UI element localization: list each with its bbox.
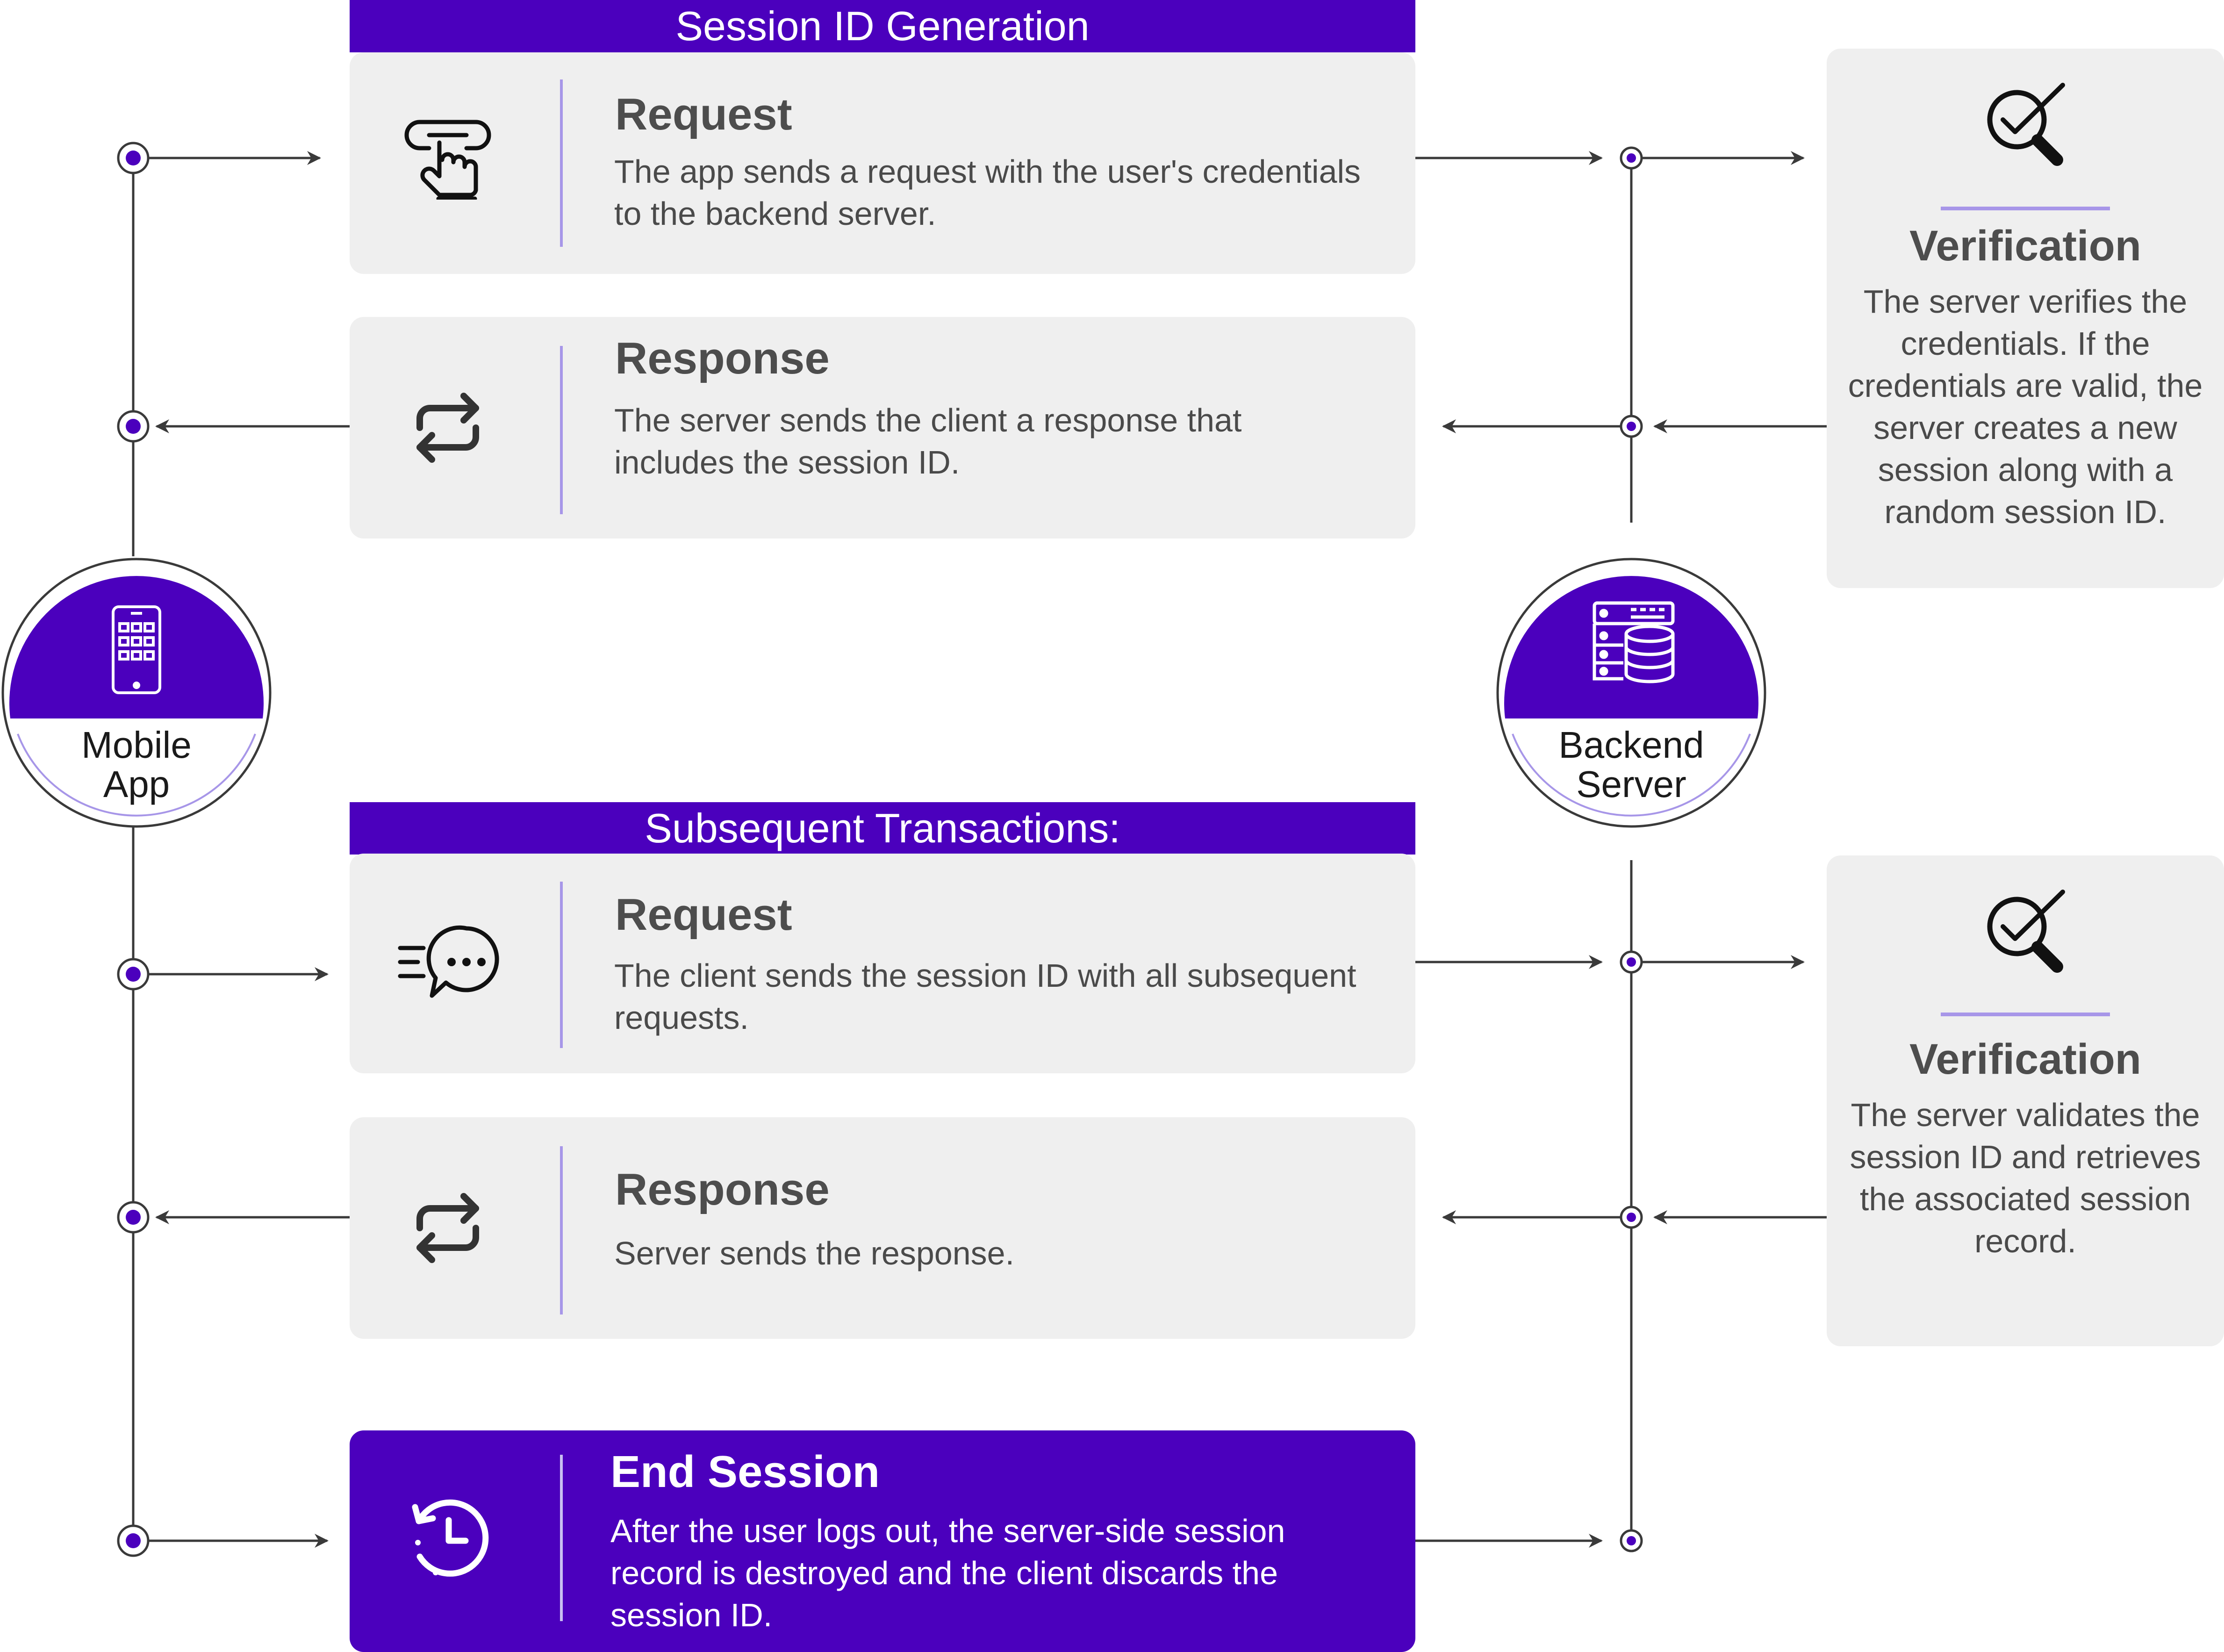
junction-dot xyxy=(1620,1206,1643,1229)
junction-dot xyxy=(1620,1529,1643,1552)
arrows-exchange-icon xyxy=(416,1193,479,1263)
card-subsequent-response: Response Server sends the response. xyxy=(350,1117,1415,1339)
card-verification-credentials: Verification The server verifies the cre… xyxy=(1827,49,2224,588)
chat-bubble-dots-icon xyxy=(398,925,499,998)
section-header-subsequent: Subsequent Transactions: xyxy=(350,802,1415,855)
node-mobile-app: Mobile App xyxy=(1,557,272,828)
card-description: After the user logs out, the server-side… xyxy=(610,1513,1285,1633)
junction-dot xyxy=(117,1524,150,1557)
card-divider xyxy=(560,346,563,514)
verification-underline xyxy=(1941,207,2110,210)
card-divider xyxy=(560,79,563,247)
smartphone-icon xyxy=(112,605,161,694)
junction-dot xyxy=(117,958,150,991)
node-label-line2: App xyxy=(103,763,170,805)
card-generation-response: Response The server sends the client a r… xyxy=(350,317,1415,539)
section-header-generation: Session ID Generation xyxy=(350,0,1415,52)
server-database-icon xyxy=(1593,601,1675,683)
node-backend-server: Backend Server xyxy=(1496,557,1767,828)
magnifier-check-icon xyxy=(1987,890,2065,973)
card-subsequent-request: Request The client sends the session ID … xyxy=(350,854,1415,1073)
card-title: End Session xyxy=(610,1447,880,1497)
verification-description: The server validates the session ID and … xyxy=(1850,1097,2201,1259)
card-divider xyxy=(560,1455,563,1621)
history-clock-icon xyxy=(412,1499,489,1577)
junction-dot xyxy=(1620,950,1643,974)
node-label-line1: Backend xyxy=(1558,724,1704,766)
card-description: The app sends a request with the user's … xyxy=(614,153,1361,232)
card-description: The server sends the client a response t… xyxy=(614,402,1242,481)
card-generation-request: Request The app sends a request with the… xyxy=(350,52,1415,274)
verification-underline xyxy=(1941,1013,2110,1016)
junction-dot xyxy=(117,142,150,174)
card-title: Response xyxy=(615,1164,830,1214)
verification-title: Verification xyxy=(1909,1035,2141,1083)
verification-title: Verification xyxy=(1909,222,2141,270)
arrows-exchange-icon xyxy=(416,393,479,463)
hand-pointer-button-icon xyxy=(404,120,491,200)
node-label-line1: Mobile xyxy=(81,724,192,766)
verification-description: The server verifies the credentials. If … xyxy=(1848,283,2203,530)
card-divider xyxy=(560,1146,563,1314)
node-label-line2: Server xyxy=(1576,763,1686,805)
card-end-session: End Session After the user logs out, the… xyxy=(350,1430,1415,1652)
card-divider xyxy=(560,882,563,1048)
junction-dot xyxy=(1620,146,1643,170)
card-description: Server sends the response. xyxy=(614,1235,1015,1271)
card-title: Request xyxy=(615,890,792,940)
card-title: Response xyxy=(615,333,830,383)
card-description: The client sends the session ID with all… xyxy=(614,957,1356,1036)
junction-dot xyxy=(117,1201,150,1234)
card-title: Request xyxy=(615,89,792,139)
junction-dot xyxy=(117,410,150,443)
junction-dot xyxy=(1620,415,1643,438)
card-verification-session: Verification The server validates the se… xyxy=(1827,855,2224,1346)
magnifier-check-icon xyxy=(1987,83,2065,166)
